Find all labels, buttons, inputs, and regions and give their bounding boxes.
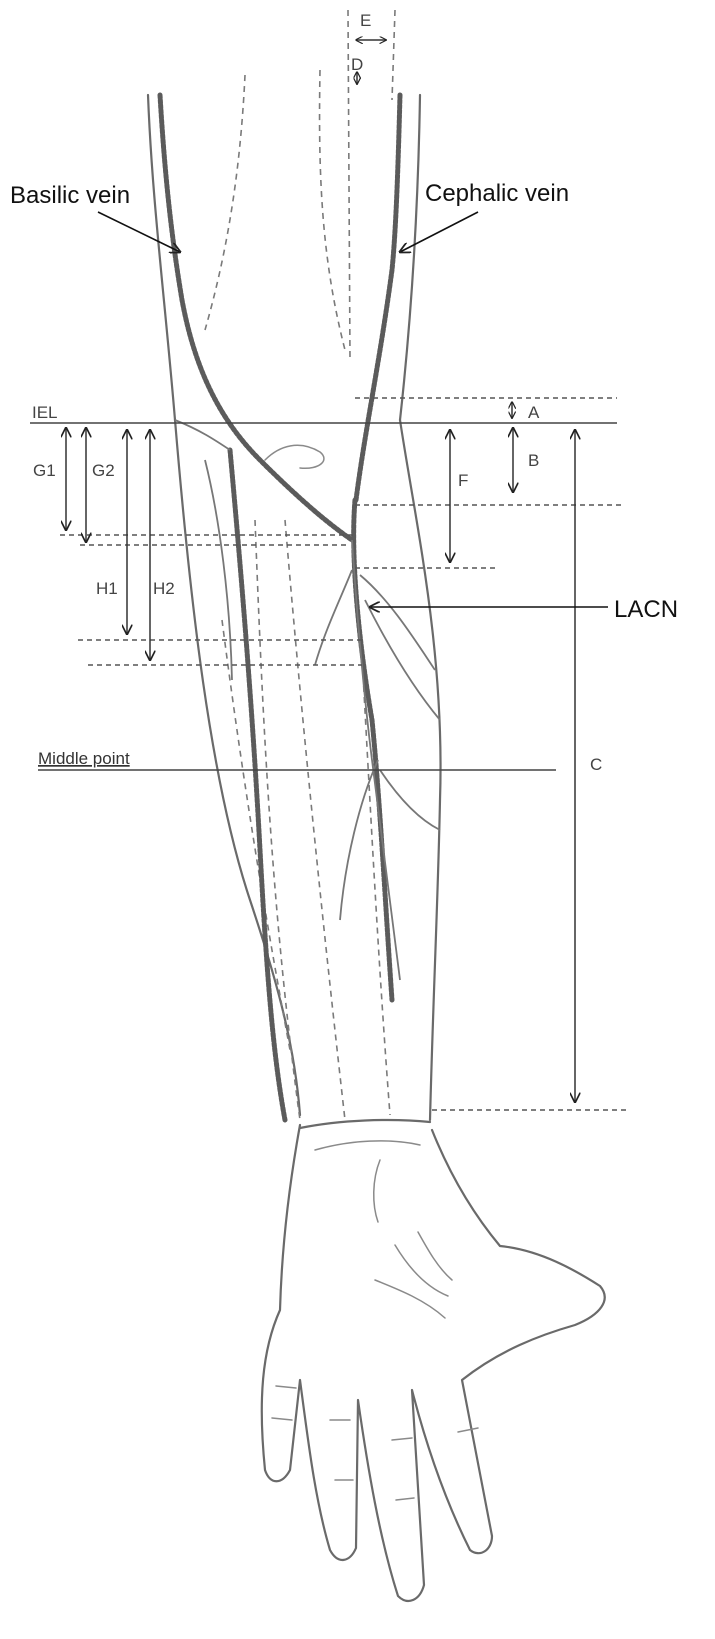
hidden-structures (205, 10, 395, 1120)
thenar-crease (374, 1160, 380, 1222)
finger-crease-2 (276, 1386, 296, 1388)
finger-crease-5 (392, 1438, 412, 1440)
palm-crease-3 (418, 1232, 452, 1280)
label-c: C (590, 755, 602, 774)
cephalic-vein-path (356, 95, 400, 500)
label-g2: G2 (92, 461, 115, 480)
medial-forearm-vein (230, 450, 285, 1120)
label-e: E (360, 11, 371, 30)
label-d: D (351, 55, 363, 74)
cephalic-vein-label: Cephalic vein (425, 180, 569, 207)
label-a: A (528, 403, 540, 422)
basilic-vein-label: Basilic vein (10, 182, 130, 209)
lacn-label: LACN (614, 596, 678, 623)
labels: Basilic vein Cephalic vein LACN IEL Midd… (10, 11, 678, 774)
middle-point-label: Middle point (38, 749, 130, 768)
iel-label: IEL (32, 403, 58, 422)
hand-outline (262, 1125, 605, 1601)
median-cubital-path (354, 500, 392, 1000)
wrist-crease (315, 1141, 420, 1150)
finger-crease-7 (458, 1428, 478, 1432)
finger-crease-1 (272, 1418, 292, 1420)
basilic-leader (98, 212, 180, 252)
label-h1: H1 (96, 579, 118, 598)
upper-arm-lateral-edge (400, 95, 420, 420)
palm-crease-2 (395, 1245, 448, 1296)
wrist-line (300, 1120, 430, 1128)
arm-outline (148, 95, 605, 1601)
veins (160, 95, 400, 1120)
label-g1: G1 (33, 461, 56, 480)
cephalic-leader (400, 212, 478, 252)
label-h2: H2 (153, 579, 175, 598)
label-b: B (528, 451, 539, 470)
finger-crease-6 (396, 1498, 414, 1500)
label-f: F (458, 471, 468, 490)
palm-crease-1 (375, 1280, 445, 1318)
basilic-vein-path (160, 95, 352, 540)
